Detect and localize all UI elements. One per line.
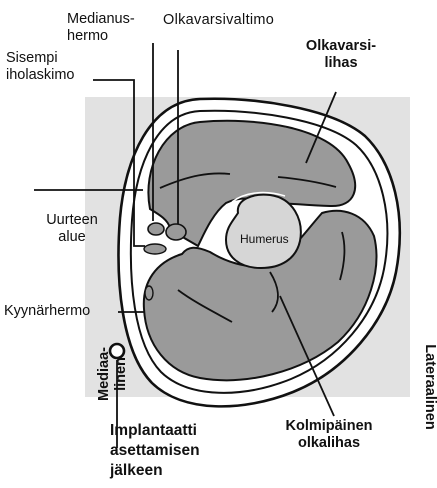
label-groove-area: Uurteen alue — [32, 212, 112, 246]
label-biceps: Olkavarsi- lihas — [286, 38, 396, 72]
ulnar-nerve-shape — [145, 286, 153, 300]
label-medial: Mediaa- linen — [96, 329, 130, 419]
medial-vein-shape — [144, 244, 166, 254]
label-triceps-line2: olkalihas — [264, 435, 394, 452]
label-groove-line2: alue — [32, 229, 112, 246]
median-nerve-shape — [148, 223, 164, 235]
label-implant-line2: asettamisen — [110, 441, 200, 461]
label-triceps-line1: Kolmipäinen — [264, 418, 394, 435]
label-biceps-line1: Olkavarsi- — [286, 38, 396, 55]
label-biceps-line2: lihas — [286, 55, 396, 72]
label-humerus-text: Humerus — [240, 232, 289, 246]
label-medial-cutaneous: Sisempi iholaskimo — [6, 50, 75, 84]
brachial-artery-shape — [166, 224, 186, 240]
label-humerus: Humerus — [240, 231, 289, 248]
label-medial-line1: Mediaa- — [96, 329, 113, 419]
label-brachial-artery: Olkavarsivaltimo — [163, 12, 274, 29]
label-implant-line3: jälkeen — [110, 461, 200, 481]
label-ulnar-nerve-text: Kyynärhermo — [4, 303, 90, 319]
label-lateral-text: Lateraalinen — [422, 344, 437, 429]
label-median-nerve-line1: Medianus- — [67, 11, 135, 28]
label-triceps: Kolmipäinen olkalihas — [264, 418, 394, 452]
label-ulnar-nerve: Kyynärhermo — [4, 303, 90, 320]
label-lateral: Lateraalinen — [421, 332, 437, 442]
label-medial-line2: linen — [113, 329, 130, 419]
label-implant: Implantaatti asettamisen jälkeen — [110, 421, 200, 481]
label-median-nerve: Medianus- hermo — [67, 11, 135, 45]
label-groove-line1: Uurteen — [32, 212, 112, 229]
label-brachial-artery-text: Olkavarsivaltimo — [163, 12, 274, 28]
label-median-nerve-line2: hermo — [67, 28, 135, 45]
label-medial-cutaneous-line2: iholaskimo — [6, 67, 75, 84]
label-medial-cutaneous-line1: Sisempi — [6, 50, 75, 67]
label-implant-line1: Implantaatti — [110, 421, 200, 441]
